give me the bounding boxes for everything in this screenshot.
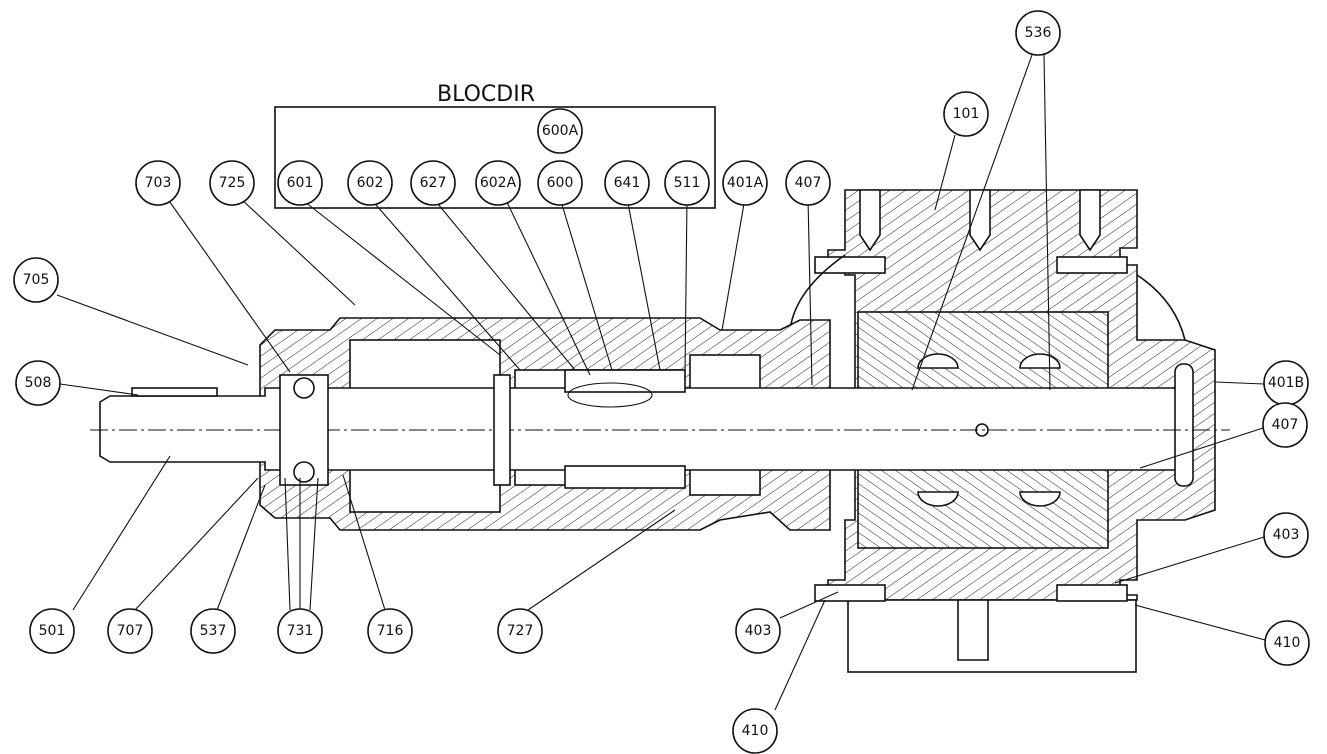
svg-text:401A: 401A — [727, 175, 764, 191]
callout-407-top: 407 — [785, 160, 831, 206]
callout-537: 537 — [190, 608, 236, 654]
svg-text:501: 501 — [39, 623, 66, 639]
callout-731: 731 — [277, 608, 323, 654]
drawing-title: BLOCDIR — [437, 82, 535, 107]
callout-401A: 401A — [722, 160, 768, 206]
svg-text:725: 725 — [219, 175, 246, 191]
callout-511: 511 — [664, 160, 710, 206]
svg-text:707: 707 — [117, 623, 144, 639]
callout-727: 727 — [497, 608, 543, 654]
callout-508: 508 — [15, 360, 61, 406]
callout-703: 703 — [135, 160, 181, 206]
callout-716: 716 — [367, 608, 413, 654]
callout-600A: 600A — [537, 108, 583, 154]
callout-725: 725 — [209, 160, 255, 206]
callout-707: 707 — [107, 608, 153, 654]
svg-text:101: 101 — [953, 106, 980, 122]
svg-text:537: 537 — [200, 623, 227, 639]
svg-text:511: 511 — [674, 175, 701, 191]
svg-text:536: 536 — [1025, 25, 1052, 41]
svg-text:403: 403 — [745, 623, 772, 639]
callout-602A: 602A — [475, 160, 521, 206]
svg-text:627: 627 — [420, 175, 447, 191]
pump-casing — [789, 189, 1216, 673]
svg-text:705: 705 — [23, 272, 50, 288]
svg-text:703: 703 — [145, 175, 172, 191]
callout-705: 705 — [13, 257, 59, 303]
svg-text:601: 601 — [287, 175, 314, 191]
svg-text:641: 641 — [614, 175, 641, 191]
callout-600: 600 — [537, 160, 583, 206]
callout-601: 601 — [277, 160, 323, 206]
svg-text:602A: 602A — [480, 175, 517, 191]
callout-641: 641 — [604, 160, 650, 206]
svg-text:403: 403 — [1273, 527, 1300, 543]
callout-536: 536 — [1015, 10, 1061, 56]
svg-text:600: 600 — [547, 175, 574, 191]
bearings — [279, 369, 686, 489]
blocdir-group-box — [274, 106, 716, 209]
leader-lines — [56, 54, 1266, 711]
callout-403-left: 403 — [735, 608, 781, 654]
callout-410-bottom: 410 — [732, 708, 778, 754]
callout-101: 101 — [943, 91, 989, 137]
svg-text:716: 716 — [377, 623, 404, 639]
svg-text:731: 731 — [287, 623, 314, 639]
callout-501: 501 — [29, 608, 75, 654]
svg-text:407: 407 — [1272, 417, 1299, 433]
callout-407-right: 407 — [1262, 402, 1308, 448]
svg-text:407: 407 — [795, 175, 822, 191]
svg-text:410: 410 — [742, 723, 769, 739]
svg-text:401B: 401B — [1268, 375, 1304, 391]
callout-401B: 401B — [1263, 360, 1309, 406]
svg-text:410: 410 — [1274, 635, 1301, 651]
svg-text:602: 602 — [357, 175, 384, 191]
callout-410-right: 410 — [1264, 620, 1310, 666]
callout-627: 627 — [410, 160, 456, 206]
svg-text:600A: 600A — [542, 123, 579, 139]
svg-text:727: 727 — [507, 623, 534, 639]
svg-text:508: 508 — [25, 375, 52, 391]
callout-403-right: 403 — [1263, 512, 1309, 558]
callout-602: 602 — [347, 160, 393, 206]
